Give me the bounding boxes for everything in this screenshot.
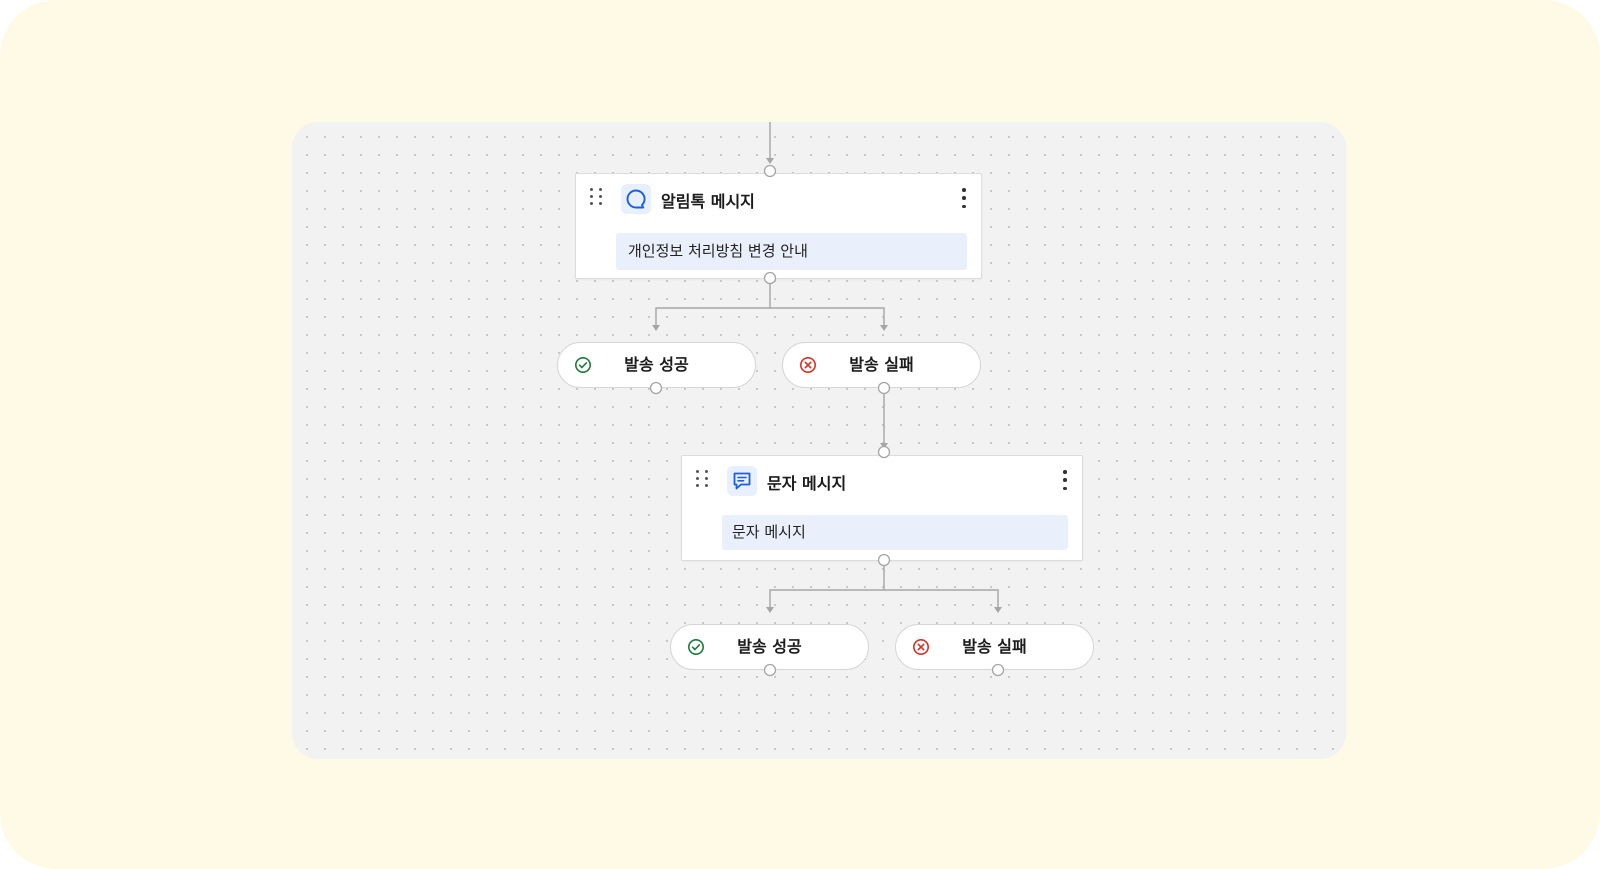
port-output[interactable] xyxy=(877,381,891,395)
branch-success[interactable]: 발송 성공 xyxy=(670,624,869,670)
x-circle-icon xyxy=(800,357,816,373)
node-alimtalk[interactable]: 알림톡 메시지 개인정보 처리방침 변경 안내 xyxy=(575,173,982,279)
node-title: 문자 메시지 xyxy=(767,474,847,493)
branch-failure[interactable]: 발송 실패 xyxy=(895,624,1094,670)
chat-bubble-icon xyxy=(621,184,651,214)
branch-failure[interactable]: 발송 실패 xyxy=(782,342,981,388)
port-output[interactable] xyxy=(649,381,663,395)
drag-handle-icon[interactable] xyxy=(696,470,710,488)
node-content[interactable]: 문자 메시지 xyxy=(722,515,1068,550)
branch-label: 발송 실패 xyxy=(962,637,1027,656)
branch-label: 발송 성공 xyxy=(624,355,689,374)
port-input[interactable] xyxy=(877,445,891,459)
flow-connectors xyxy=(652,122,1002,613)
connection-ports xyxy=(649,164,1005,677)
message-square-icon xyxy=(727,466,757,496)
port-output[interactable] xyxy=(763,663,777,677)
node-content[interactable]: 개인정보 처리방침 변경 안내 xyxy=(616,233,967,270)
check-circle-icon xyxy=(575,357,591,373)
port-output[interactable] xyxy=(763,271,777,285)
port-input[interactable] xyxy=(763,164,777,178)
port-output[interactable] xyxy=(991,663,1005,677)
node-title: 알림톡 메시지 xyxy=(661,192,755,211)
x-circle-icon xyxy=(913,639,929,655)
port-output[interactable] xyxy=(877,553,891,567)
check-circle-icon xyxy=(688,639,704,655)
branch-label: 발송 성공 xyxy=(737,637,802,656)
more-options-icon[interactable] xyxy=(961,188,967,208)
branch-label: 발송 실패 xyxy=(849,355,914,374)
more-options-icon[interactable] xyxy=(1062,470,1068,490)
flow-canvas[interactable]: 알림톡 메시지 개인정보 처리방침 변경 안내 발송 성공 발송 실패 xyxy=(292,122,1346,759)
drag-handle-icon[interactable] xyxy=(590,188,604,206)
